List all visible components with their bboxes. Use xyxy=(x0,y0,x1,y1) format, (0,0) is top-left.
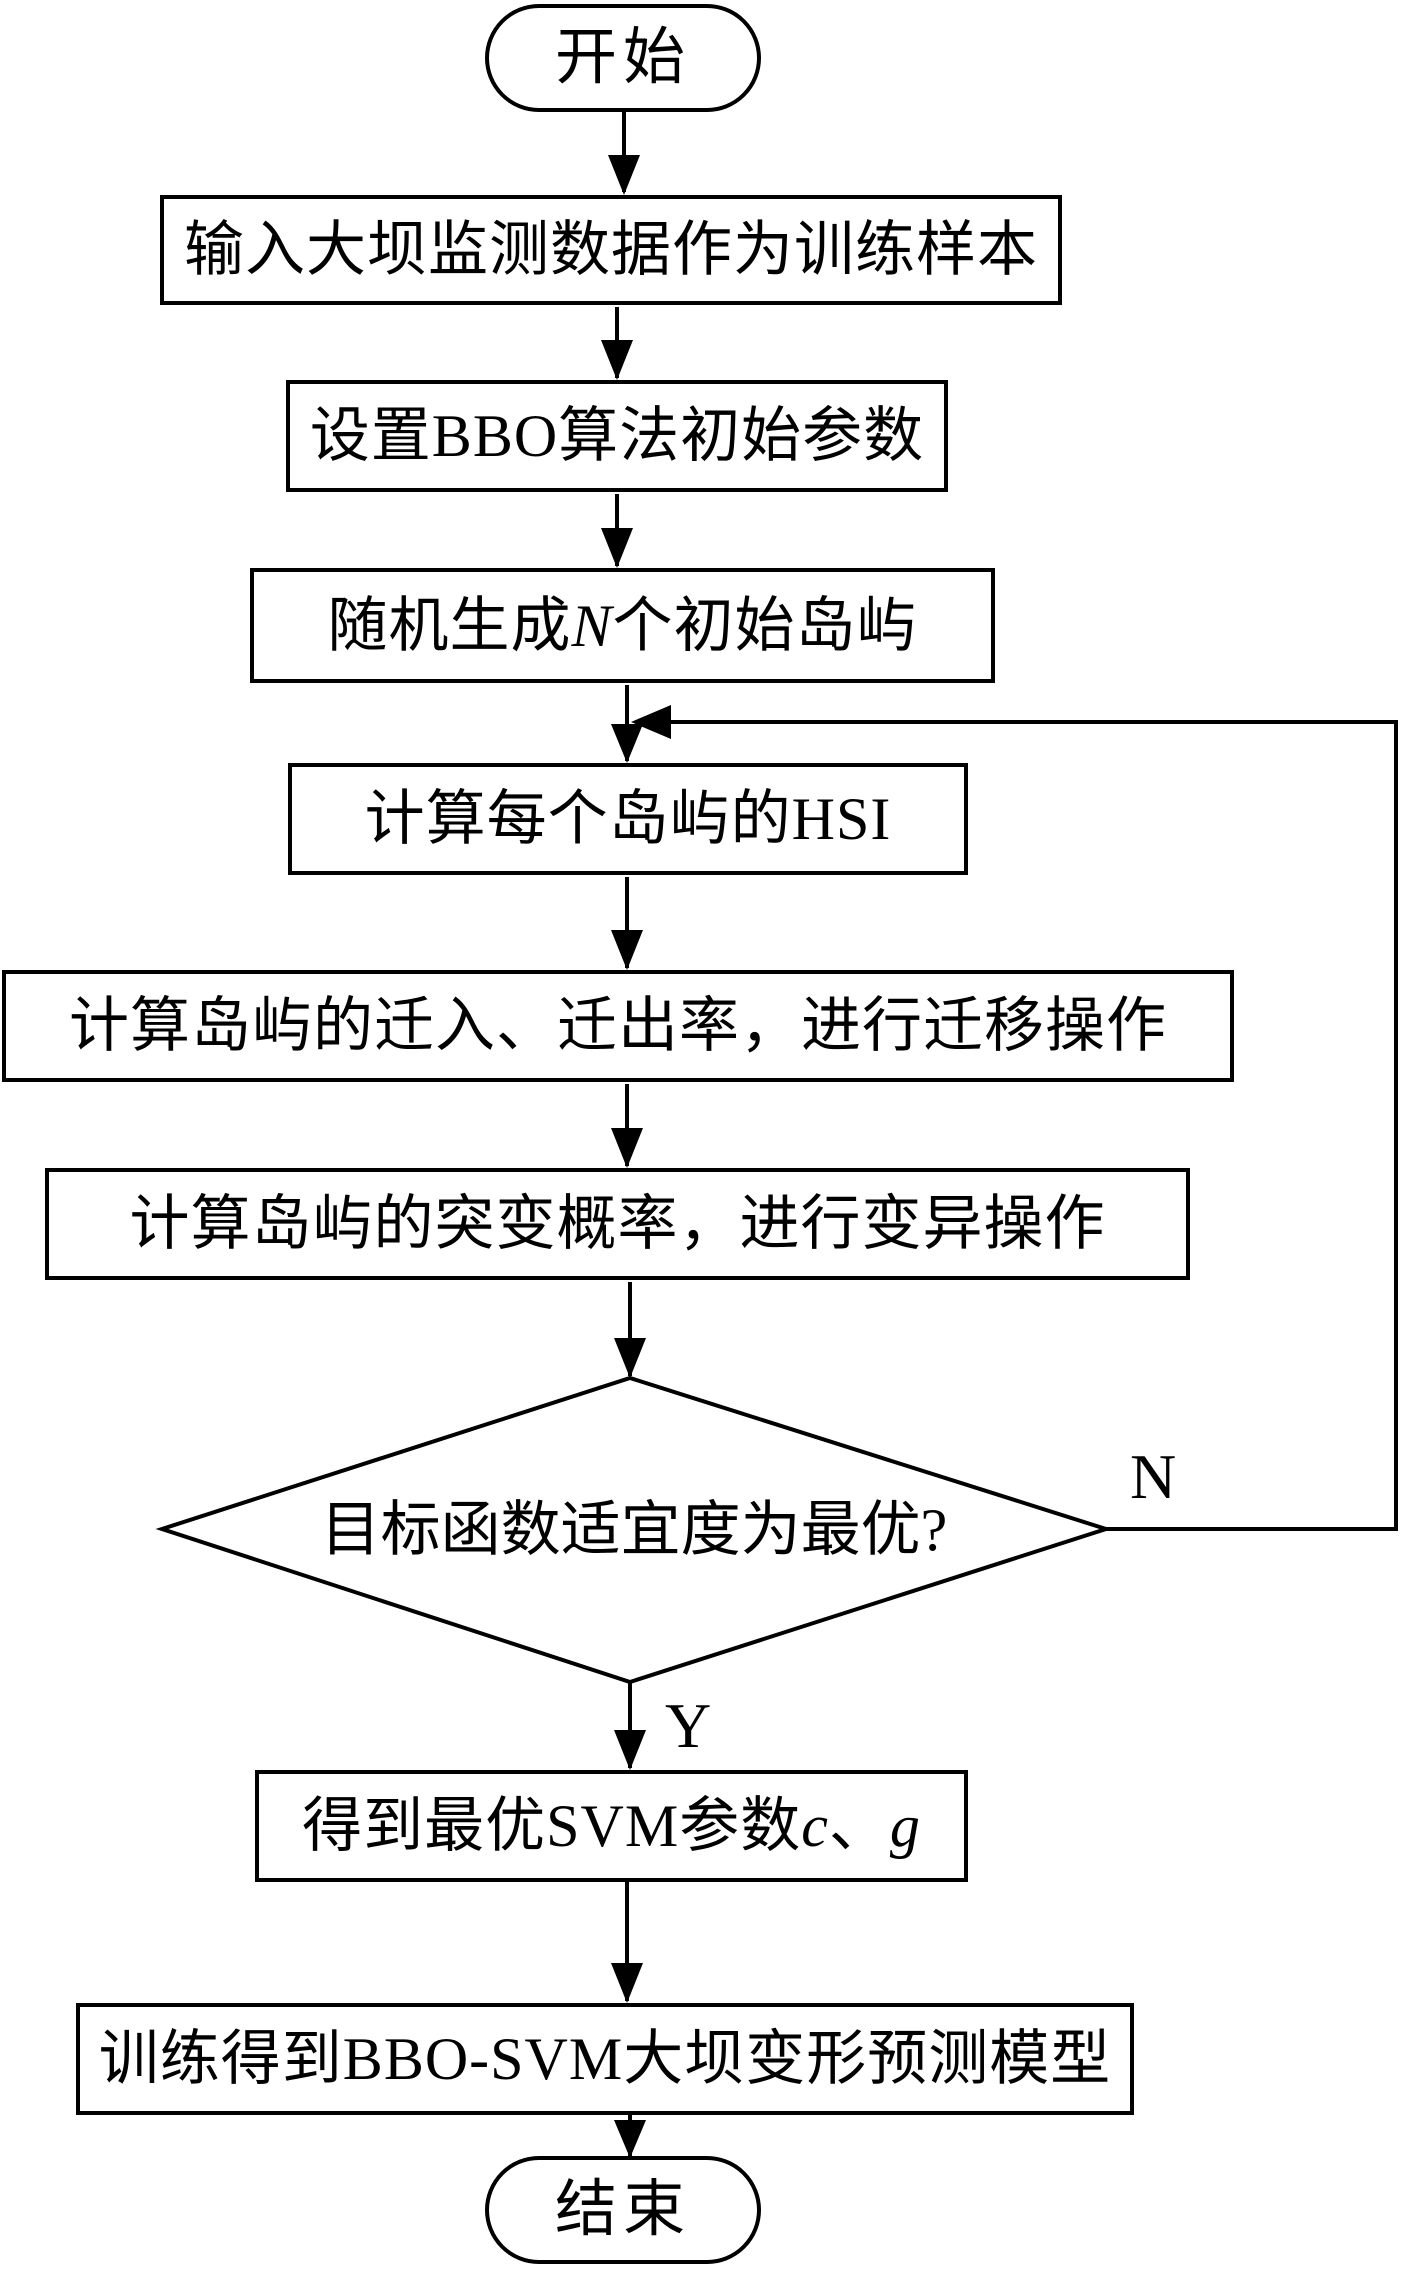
node-svm-params-prefix: 得到最优SVM参数 xyxy=(302,1793,802,1859)
node-init-params: 设置BBO算法初始参数 xyxy=(286,380,948,492)
node-init-islands-suffix: 个初始岛屿 xyxy=(612,592,918,659)
edge-decision-yes-arrowhead-icon xyxy=(614,1730,646,1770)
node-decision-label: 目标函数适宜度为最优? xyxy=(320,1497,948,1563)
edge-svmparams-train-arrowhead-icon xyxy=(611,1963,643,2003)
node-decision: 目标函数适宜度为最优? xyxy=(162,1378,1106,1682)
node-svm-params: 得到最优SVM参数c、g xyxy=(255,1770,968,1882)
node-train-model: 训练得到BBO-SVM大坝变形预测模型 xyxy=(76,2003,1134,2115)
node-svm-params-variable-c: c xyxy=(801,1793,829,1859)
node-migration: 计算岛屿的迁入、迁出率，进行迁移操作 xyxy=(2,970,1234,1082)
node-svm-params-variable-g: g xyxy=(889,1793,921,1859)
edge-migration-mutation-arrowhead-icon xyxy=(611,1128,643,1168)
node-svm-params-label: 得到最优SVM参数c、g xyxy=(302,1796,921,1856)
edge-decision-no-loopback xyxy=(648,720,1398,1531)
node-train-model-label: 训练得到BBO-SVM大坝变形预测模型 xyxy=(98,2026,1112,2092)
node-compute-hsi-label: 计算每个岛屿的HSI xyxy=(364,786,892,852)
node-end-label: 结束 xyxy=(554,2176,691,2244)
node-init-islands: 随机生成N个初始岛屿 xyxy=(250,568,995,683)
edge-input-initparams-arrowhead-icon xyxy=(601,340,633,380)
node-init-params-label: 设置BBO算法初始参数 xyxy=(309,403,925,469)
node-mutation: 计算岛屿的突变概率，进行变异操作 xyxy=(45,1168,1190,1280)
node-start: 开始 xyxy=(485,4,761,112)
node-init-islands-label: 随机生成N个初始岛屿 xyxy=(327,596,917,656)
node-end: 结束 xyxy=(485,2156,761,2264)
edge-mutation-decision-arrowhead-icon xyxy=(614,1338,646,1378)
edge-islands-hsi-arrowhead-icon xyxy=(611,724,643,763)
edge-hsi-migration-arrowhead-icon xyxy=(611,930,643,970)
edge-train-end-arrowhead-icon xyxy=(614,2120,646,2158)
node-init-islands-variable: N xyxy=(571,592,613,659)
edge-label-yes: Y xyxy=(665,1690,712,1761)
edge-start-input-arrowhead-icon xyxy=(608,155,640,195)
node-svm-params-separator: 、 xyxy=(828,1793,890,1859)
node-input-data-label: 输入大坝监测数据作为训练样本 xyxy=(184,217,1038,283)
edge-label-no: N xyxy=(1130,1441,1177,1512)
edge-decision-no-arrowhead-icon xyxy=(631,705,671,739)
edge-initparams-islands-arrowhead-icon xyxy=(601,528,633,568)
node-compute-hsi: 计算每个岛屿的HSI xyxy=(288,763,968,875)
node-migration-label: 计算岛屿的迁入、迁出率，进行迁移操作 xyxy=(69,993,1167,1059)
node-mutation-label: 计算岛屿的突变概率，进行变异操作 xyxy=(129,1191,1106,1257)
node-start-label: 开始 xyxy=(554,24,691,92)
node-input-data: 输入大坝监测数据作为训练样本 xyxy=(160,195,1062,305)
node-init-islands-prefix: 随机生成 xyxy=(327,592,572,659)
